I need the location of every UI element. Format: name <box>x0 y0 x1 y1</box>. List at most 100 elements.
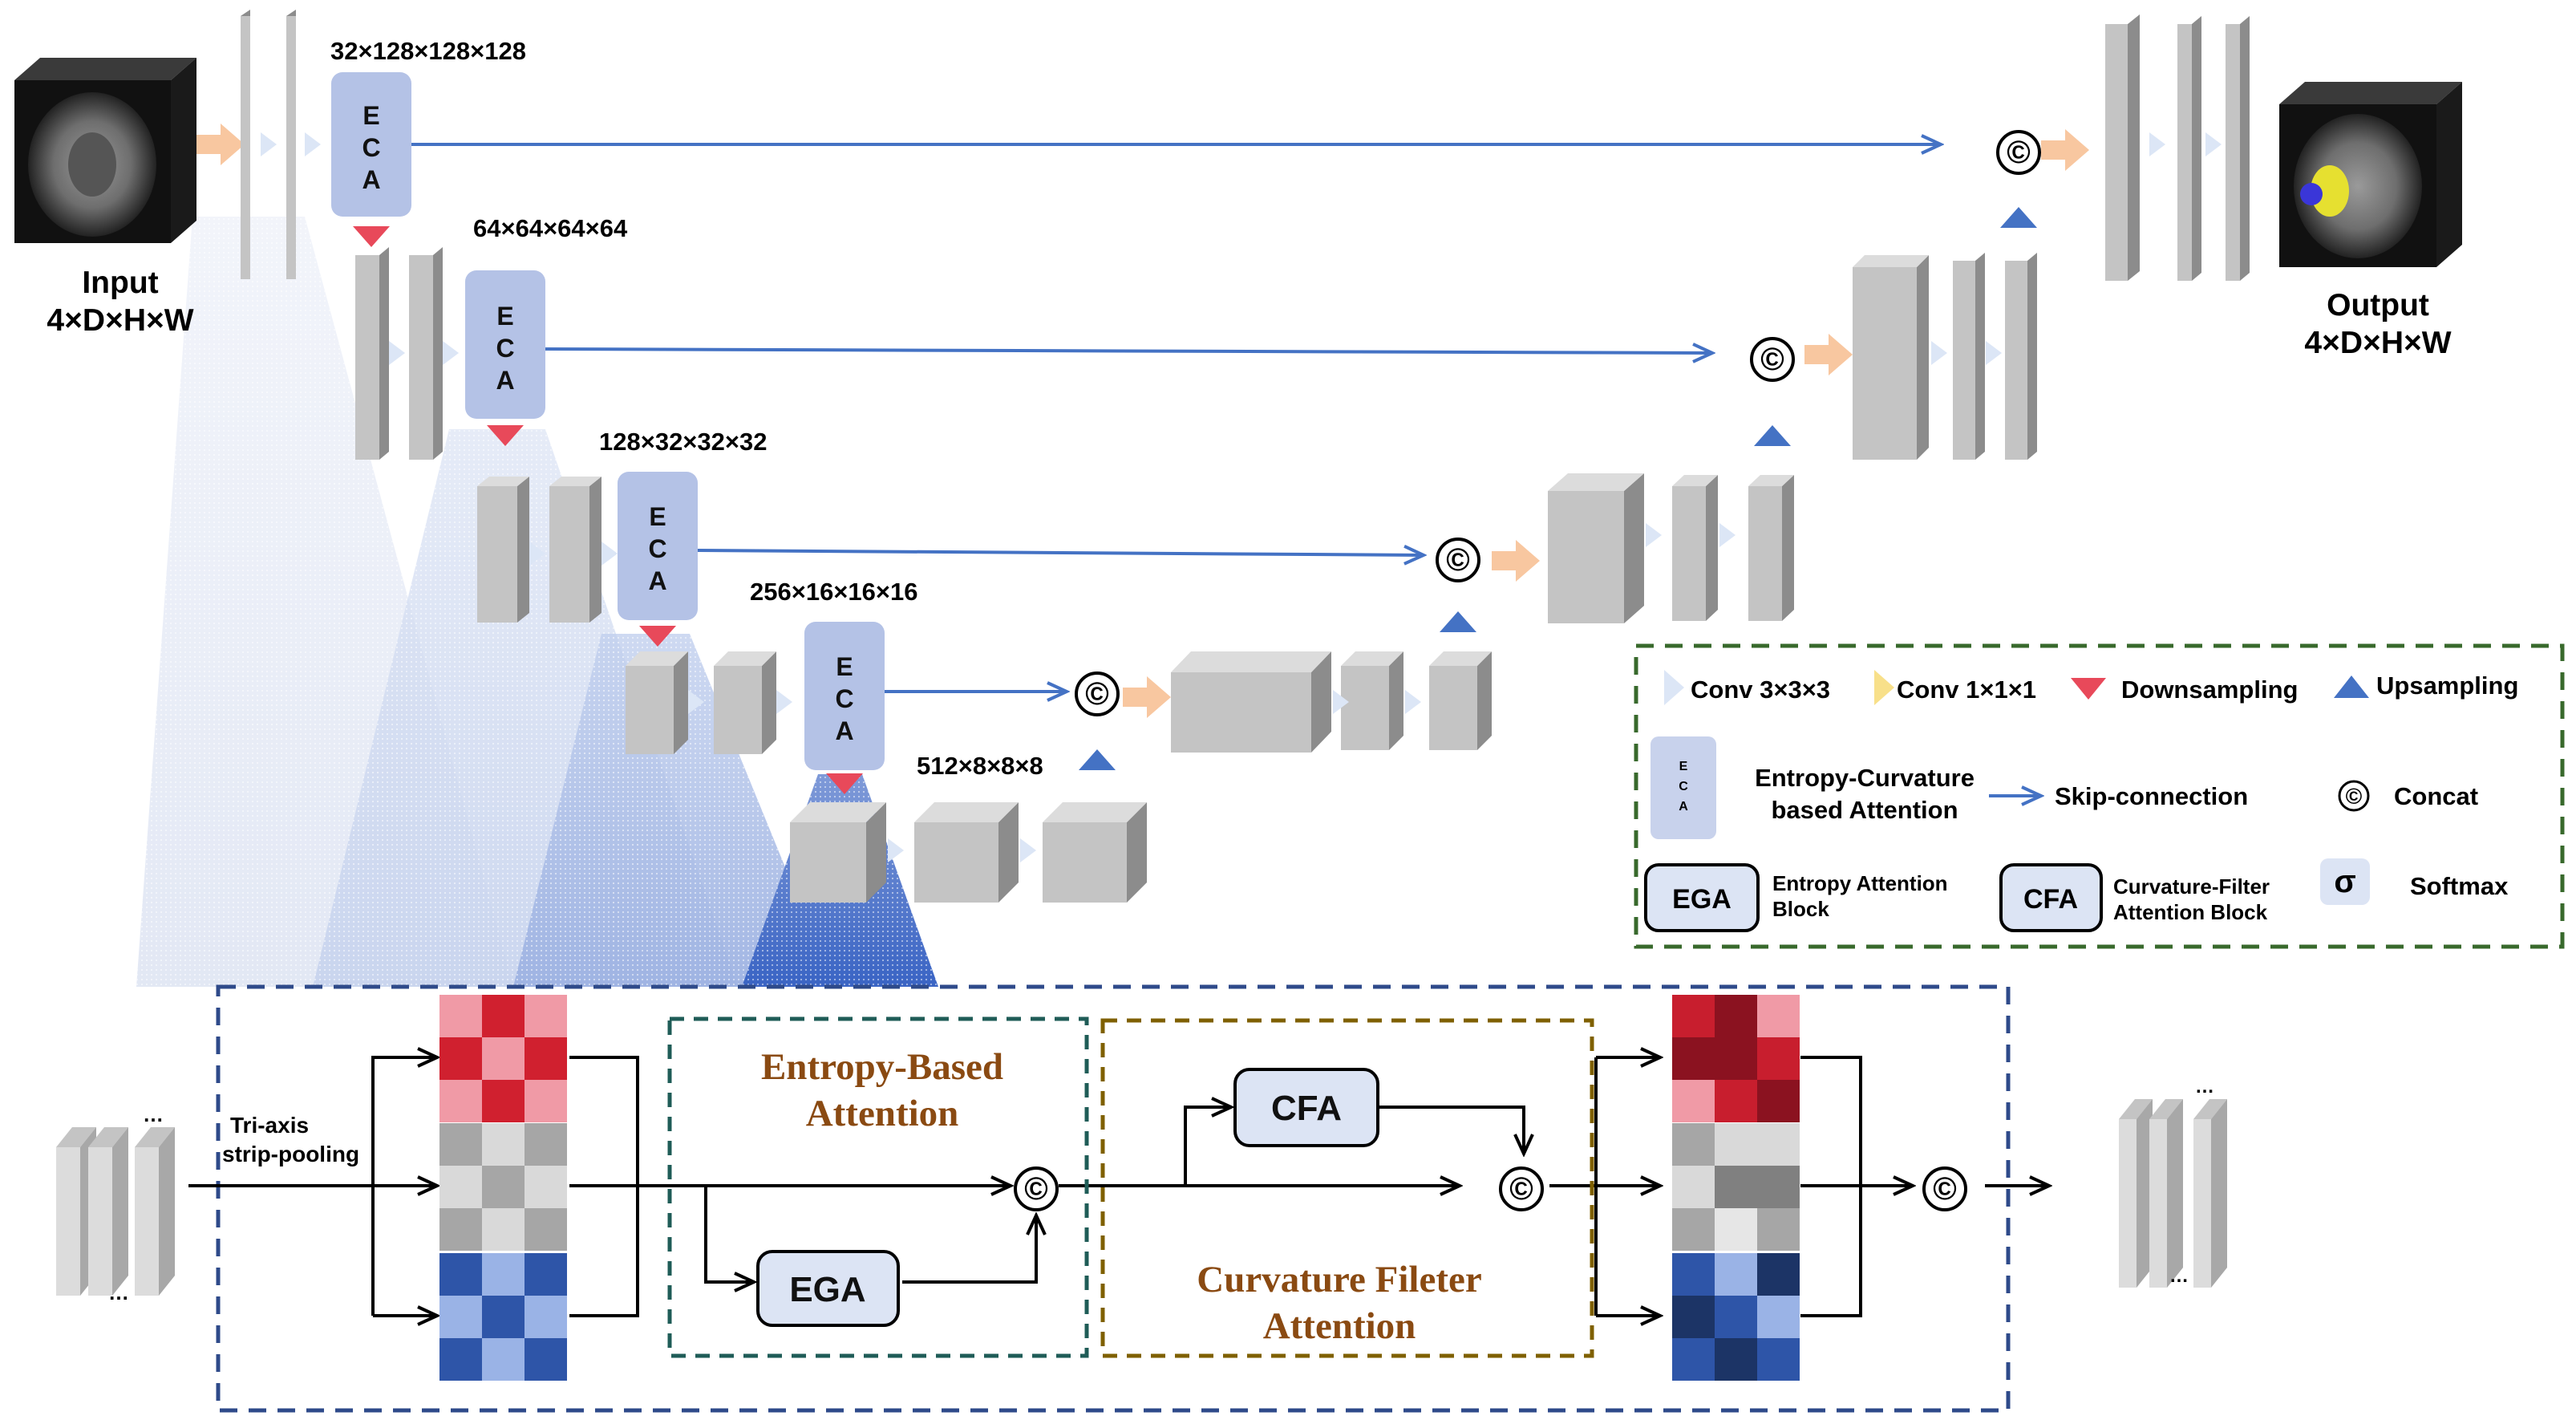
heatmap-cell <box>1757 1080 1800 1122</box>
heatmap-cell <box>482 1208 525 1251</box>
svg-text:C: C <box>835 684 853 713</box>
svg-text:C: C <box>648 534 666 563</box>
heatmap-cell <box>525 995 567 1037</box>
svg-text:…: … <box>2169 1265 2189 1287</box>
eca-block-2: E C A <box>465 270 545 419</box>
heatmap-cell <box>1672 1080 1715 1122</box>
heatmap-cell <box>482 1080 525 1122</box>
svg-text:EGA: EGA <box>789 1270 865 1309</box>
heatmap-blue-input <box>439 1253 567 1381</box>
legend-ega-line1: Entropy Attention <box>1772 871 1948 895</box>
svg-text:A: A <box>835 716 853 745</box>
heatmap-cell <box>482 1338 525 1381</box>
svg-text:©: © <box>1933 1171 1956 1207</box>
heatmap-cell <box>482 1253 525 1296</box>
heatmap-cell <box>439 1208 482 1251</box>
level-2-dims: 64×64×64×64 <box>473 214 628 242</box>
legend: Conv 3×3×3 Conv 1×1×1 Downsampling Upsam… <box>1634 643 2565 949</box>
svg-text:…: … <box>143 1102 164 1126</box>
softmax-legend-icon <box>2320 858 2370 905</box>
pool-label-1: Tri-axis <box>230 1113 309 1138</box>
heatmap-cell <box>482 995 525 1037</box>
heatmap-cell <box>1757 1253 1800 1296</box>
legend-concat: Concat <box>2394 782 2478 810</box>
heatmap-cell <box>439 1253 482 1296</box>
heatmap-cell <box>439 995 482 1037</box>
legend-skip: Skip-connection <box>2055 782 2248 810</box>
heatmap-cell <box>525 1296 567 1338</box>
eca-block-4: E C A <box>804 622 885 770</box>
heatmap-cell <box>1757 1037 1800 1080</box>
level-1-dims: 32×128×128×128 <box>330 37 526 65</box>
heatmap-cell <box>1757 995 1800 1037</box>
heatmap-cell <box>1757 1208 1800 1251</box>
detail-output-slabs: … … <box>2119 1076 2227 1288</box>
conv3-legend-icon <box>1664 670 1684 705</box>
legend-cfa-line2: Attention Block <box>2113 900 2268 924</box>
legend-conv1: Conv 1×1×1 <box>1897 676 2036 704</box>
heatmap-cell <box>525 1253 567 1296</box>
heatmap-cell <box>1715 1253 1757 1296</box>
input-mri-cube <box>14 58 196 243</box>
legend-eca-line2: based Attention <box>1771 796 1958 824</box>
svg-text:A: A <box>648 566 666 595</box>
svg-text:©: © <box>2346 784 2363 809</box>
level-4-dims: 256×16×16×16 <box>750 578 917 606</box>
svg-text:CFA: CFA <box>2023 884 2078 915</box>
cfa-box <box>1233 1068 1379 1147</box>
legend-eca-line1: Entropy-Curvature <box>1755 764 1975 792</box>
upsampling-markers <box>1079 207 2037 770</box>
heatmap-cell <box>1672 1037 1715 1080</box>
level-3-dims: 128×32×32×32 <box>599 428 767 456</box>
heatmap-cell <box>482 1037 525 1080</box>
svg-text:©: © <box>1760 342 1784 377</box>
legend-cfa-line1: Curvature-Filter <box>2113 874 2270 899</box>
heatmap-cell <box>482 1123 525 1166</box>
heatmap-cell <box>1715 1296 1757 1338</box>
legend-softmax: Softmax <box>2410 872 2509 900</box>
heatmap-cell <box>439 1123 482 1166</box>
eca-block-3: E C A <box>618 472 698 620</box>
legend-conv3: Conv 3×3×3 <box>1691 676 1830 704</box>
svg-text:E: E <box>1679 760 1688 773</box>
ega-box <box>756 1250 900 1327</box>
heatmap-cell <box>1715 1080 1757 1122</box>
heatmap-cell <box>1672 1253 1715 1296</box>
entropy-title-1: Entropy-Based <box>761 1046 1003 1088</box>
ega-legend-icon <box>1644 863 1760 932</box>
heatmap-gray-output <box>1672 1123 1800 1251</box>
heatmap-cell <box>525 1037 567 1080</box>
eca-detail-panel: … … Tri-axis strip-pooling <box>56 984 2049 1413</box>
input-dims: 4×D×H×W <box>47 303 193 338</box>
svg-text:©: © <box>1446 542 1469 578</box>
conv1-arrows <box>196 124 2089 718</box>
detail-input-slabs: … … <box>56 1102 175 1304</box>
downsampling-markers <box>353 226 863 794</box>
svg-text:C: C <box>362 133 380 162</box>
heatmap-cell <box>1672 1123 1715 1166</box>
heatmap-blue-output <box>1672 1253 1800 1381</box>
heatmap-cell <box>1757 1166 1800 1208</box>
heatmap-cell <box>1672 1338 1715 1381</box>
svg-text:…: … <box>108 1280 129 1304</box>
heatmap-cell <box>439 1037 482 1080</box>
svg-text:A: A <box>362 165 380 194</box>
heatmap-cell <box>1672 995 1715 1037</box>
svg-text:©: © <box>1085 676 1108 712</box>
svg-text:E: E <box>496 302 513 331</box>
concat-nodes: © © © © <box>1075 130 2041 716</box>
output-title: Output <box>2327 288 2429 323</box>
heatmap-cell <box>1715 995 1757 1037</box>
heatmap-red-output <box>1672 995 1800 1122</box>
heatmap-cell <box>439 1296 482 1338</box>
svg-text:C: C <box>496 334 514 363</box>
svg-text:E: E <box>363 101 379 130</box>
heatmap-cell <box>1757 1338 1800 1381</box>
heatmap-cell <box>439 1338 482 1381</box>
curvature-title-1: Curvature Fileter <box>1197 1259 1481 1300</box>
heatmap-cell <box>1757 1123 1800 1166</box>
legend-upsampling: Upsampling <box>2376 671 2518 700</box>
curvature-title-2: Attention <box>1263 1305 1416 1347</box>
heatmap-cell <box>1672 1296 1715 1338</box>
svg-text:©: © <box>2007 135 2030 170</box>
